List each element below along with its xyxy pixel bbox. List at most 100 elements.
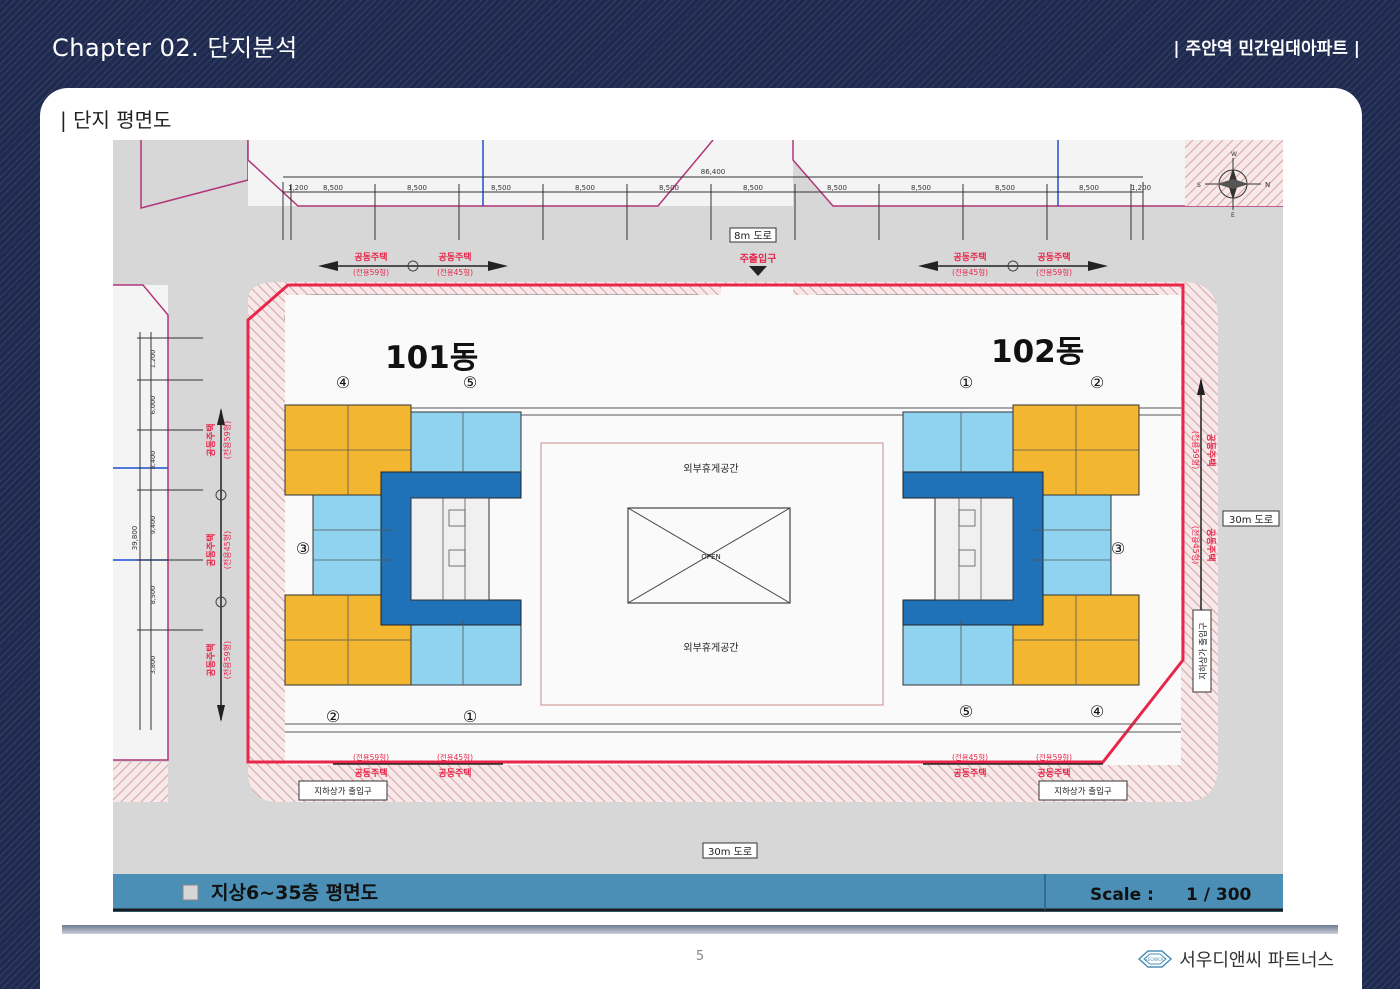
unit-type-label: (전용59형) xyxy=(1191,431,1201,470)
site-boundary xyxy=(246,283,1185,764)
edge-dimension-left: 1,200 xyxy=(288,184,308,192)
main-entrance-label: 주출입구 xyxy=(740,252,777,265)
underground-entrance-box-right xyxy=(1038,780,1128,801)
apartment-label: 공동주택 xyxy=(438,252,471,263)
span-dimension: 8,500 xyxy=(1079,184,1099,192)
span-dimension: 8,500 xyxy=(491,184,511,192)
left-dimension xyxy=(139,332,152,730)
main-entrance-arrow xyxy=(749,266,767,276)
unit-type-label: (전용59형) xyxy=(222,421,232,460)
unit-number: ④ xyxy=(1090,702,1104,721)
apartment-label: 공동주택 xyxy=(953,252,986,263)
building-101-label: 101동 xyxy=(385,340,478,376)
scale-value: 1 / 300 xyxy=(1186,885,1252,905)
brand-name: 서우디앤씨 파트너스 xyxy=(1179,950,1334,971)
unit-type-label: (전용45형) xyxy=(437,267,473,277)
unit-type-label: (전용45형) xyxy=(1191,526,1201,565)
span-dimension: 8,500 xyxy=(407,184,427,192)
unit-number: ④ xyxy=(336,373,350,392)
vertical-dimension: 8,500 xyxy=(149,586,157,605)
apartment-label: 공동주택 xyxy=(1037,768,1070,779)
span-dimension: 8,500 xyxy=(743,184,763,192)
apartment-label: 공동주택 xyxy=(206,533,217,566)
span-dimension: 8,500 xyxy=(575,184,595,192)
underground-entrance-left: 지하상가 출입구 xyxy=(314,786,372,797)
rest-area-label-bottom: 외부휴게공간 xyxy=(683,642,738,654)
unit-number: ⑤ xyxy=(463,373,477,392)
total-dimension: 86,400 xyxy=(701,168,726,176)
unit-type-label: (전용59형) xyxy=(353,752,389,762)
building-101 xyxy=(284,404,522,686)
vertical-dimension: 8,400 xyxy=(149,451,157,470)
apartment-label: 공동주택 xyxy=(206,643,217,676)
apartment-label: 공동주택 xyxy=(354,768,387,779)
vertical-dimension: 1,200 xyxy=(149,350,157,369)
underground-entrance-box-side xyxy=(1192,609,1212,693)
compass-icon xyxy=(1205,158,1261,210)
road-right-label: 30m 도로 xyxy=(1229,515,1273,526)
span-dimension: 8,500 xyxy=(659,184,679,192)
underground-entrance-right: 지하상가 출입구 xyxy=(1054,786,1112,797)
unit-type-label: (전용45형) xyxy=(437,752,473,762)
apartment-label: 공동주택 xyxy=(953,768,986,779)
unit-type-label: (전용59형) xyxy=(1036,752,1072,762)
project-title: | 주안역 민간임대아파트 | xyxy=(1173,39,1360,59)
unit-number: ① xyxy=(463,707,477,726)
span-dimension: 8,500 xyxy=(323,184,343,192)
apartment-label: 공동주택 xyxy=(1037,252,1070,263)
page-number: 5 xyxy=(695,949,705,964)
compass-s: S xyxy=(1197,182,1201,189)
unit-number: ② xyxy=(326,707,340,726)
unit-number: ⑤ xyxy=(959,702,973,721)
edge-dimension-right: 1,200 xyxy=(1131,184,1151,192)
section-title: | 단지 평면도 xyxy=(60,108,172,132)
apartment-label: 공동주택 xyxy=(206,423,217,456)
chapter-title: Chapter 02. 단지분석 xyxy=(52,34,298,62)
road-top-box xyxy=(729,227,777,243)
road-bottom-box xyxy=(702,842,758,859)
rest-area-label-top: 외부휴게공간 xyxy=(683,463,738,475)
unit-type-label: (전용45형) xyxy=(952,267,988,277)
unit-number: ② xyxy=(1090,373,1104,392)
open-label: OPEN xyxy=(701,553,720,561)
apartment-label: 공동주택 xyxy=(438,768,471,779)
apartment-label: 공동주택 xyxy=(354,252,387,263)
apartment-label: 공동주택 xyxy=(1205,433,1216,466)
compass-n: N xyxy=(1265,181,1270,189)
span-dimension: 8,500 xyxy=(827,184,847,192)
unit-type-label: (전용59형) xyxy=(222,641,232,680)
road-bottom-label: 30m 도로 xyxy=(708,847,752,858)
underground-entrance-box-left xyxy=(298,780,388,801)
unit-type-label: (전용45형) xyxy=(952,752,988,762)
unit-type-label: (전용45형) xyxy=(222,531,232,570)
vertical-total-dimension: 39,800 xyxy=(131,526,139,551)
floor-plan-label: 지상6~35층 평면도 xyxy=(211,882,378,904)
unit-number: ③ xyxy=(296,539,310,558)
floor-plan-checkbox-icon xyxy=(182,884,199,901)
seowoo-logo-icon: SEOWOO xyxy=(1138,950,1173,968)
compass-e: E xyxy=(1231,212,1235,219)
vertical-dimension: 6,000 xyxy=(149,396,157,415)
unit-number: ③ xyxy=(1111,539,1125,558)
unit-type-label: (전용59형) xyxy=(353,267,389,277)
unit-type-label: (전용59형) xyxy=(1036,267,1072,277)
road-top-label: 8m 도로 xyxy=(734,231,772,242)
plan-info-bar xyxy=(113,874,1283,912)
underground-entrance-side: 지하상가 출입구 xyxy=(1198,622,1209,680)
building-102-label: 102동 xyxy=(991,334,1084,370)
vertical-dimension: 3,800 xyxy=(149,656,157,675)
road-right-box xyxy=(1222,510,1280,527)
span-dimension: 8,500 xyxy=(995,184,1015,192)
vertical-dimension: 9,400 xyxy=(149,516,157,535)
building-102 xyxy=(902,404,1140,686)
span-dimension: 8,500 xyxy=(911,184,931,192)
unit-number: ① xyxy=(959,373,973,392)
site-plan-drawing: 86,400 8,500 8,500 8,500 8,500 8,500 8,500 8,5… xyxy=(113,140,1283,912)
top-dimension xyxy=(282,176,1144,240)
footer-divider xyxy=(62,925,1338,934)
scale-label: Scale : xyxy=(1090,885,1154,905)
compass-w: W xyxy=(1231,151,1237,158)
logo-text: SEOWOO xyxy=(1145,957,1166,963)
brand: SEOWOO 서우디앤씨 파트너스 xyxy=(1137,946,1334,972)
apartment-label: 공동주택 xyxy=(1205,528,1216,561)
